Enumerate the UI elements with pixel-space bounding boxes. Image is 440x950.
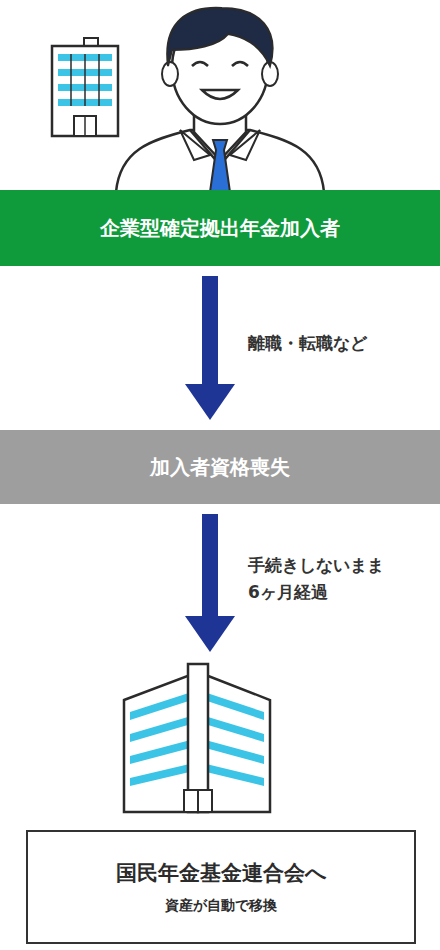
node-text: 加入者資格喪失 [150,453,290,481]
building-illustration [118,660,278,815]
destination-box: 国民年金基金連合会へ資産が自動で移換 [26,830,416,944]
status-band: 加入者資格喪失 [0,430,440,504]
person-illustration [110,0,330,192]
node-text: 企業型確定拠出年金加入者 [100,214,340,242]
office-icon [48,36,124,140]
node-text: 国民年金基金連合会へ [116,859,327,888]
node-subtext: 資産が自動で移換 [165,896,277,916]
flow-arrow [185,276,235,420]
edge-label: 離職・転職など [248,330,433,357]
member-band: 企業型確定拠出年金加入者 [0,190,440,266]
edge-label: 手続きしないまま 6ヶ月経過 [248,552,394,606]
flow-arrow [185,514,235,652]
